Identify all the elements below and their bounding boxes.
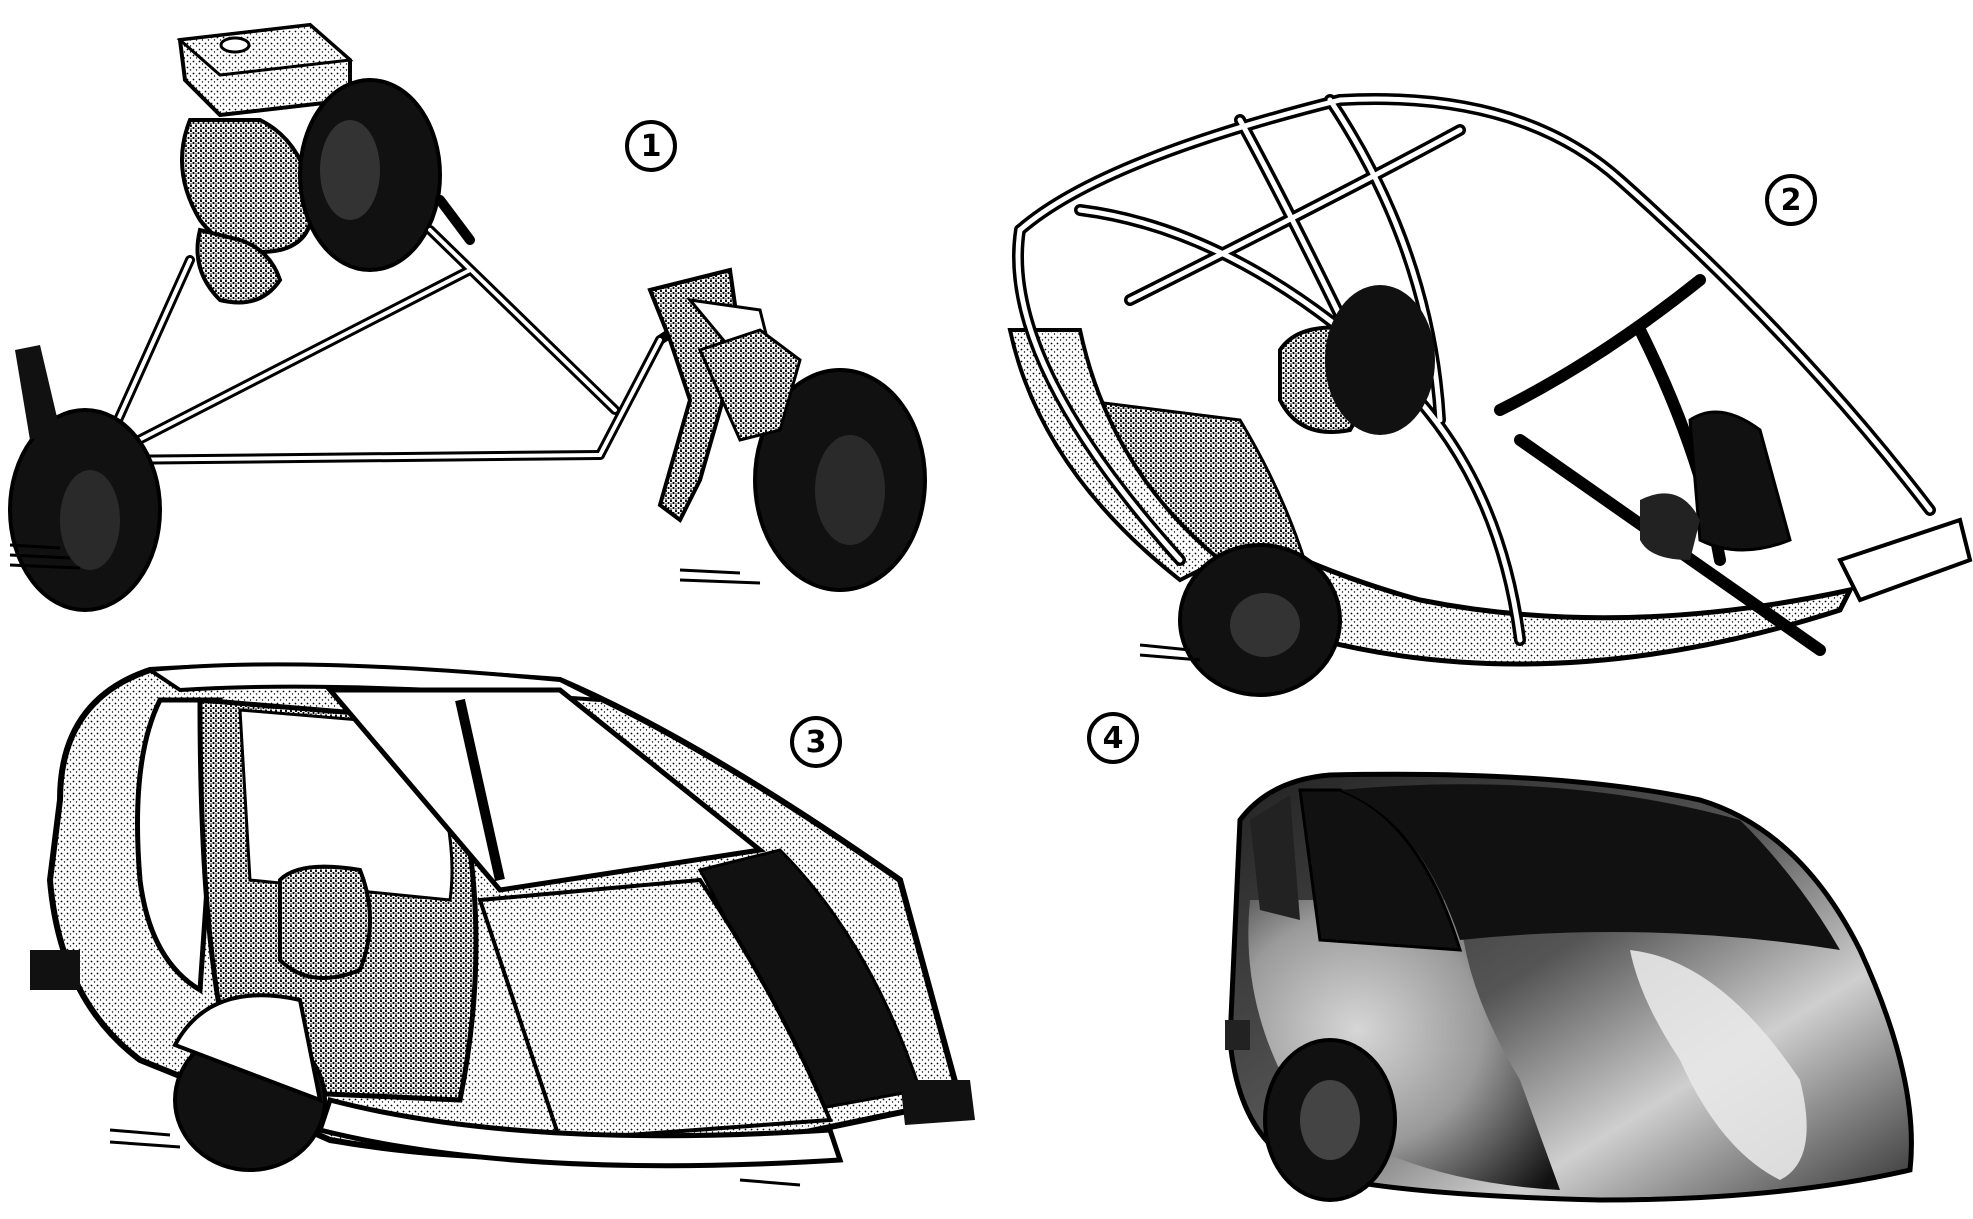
figure-label-4: 4 [1087, 712, 1139, 764]
frame-cage-illustration [1007, 93, 1973, 697]
body-shell-illustration [30, 662, 975, 1187]
figure-label-2: 2 [1765, 174, 1817, 226]
figure-label-1: 1 [625, 120, 677, 172]
finished-car-illustration [1225, 771, 1914, 1203]
figure-label-3: 3 [790, 716, 842, 768]
chassis-illustration [8, 22, 927, 612]
